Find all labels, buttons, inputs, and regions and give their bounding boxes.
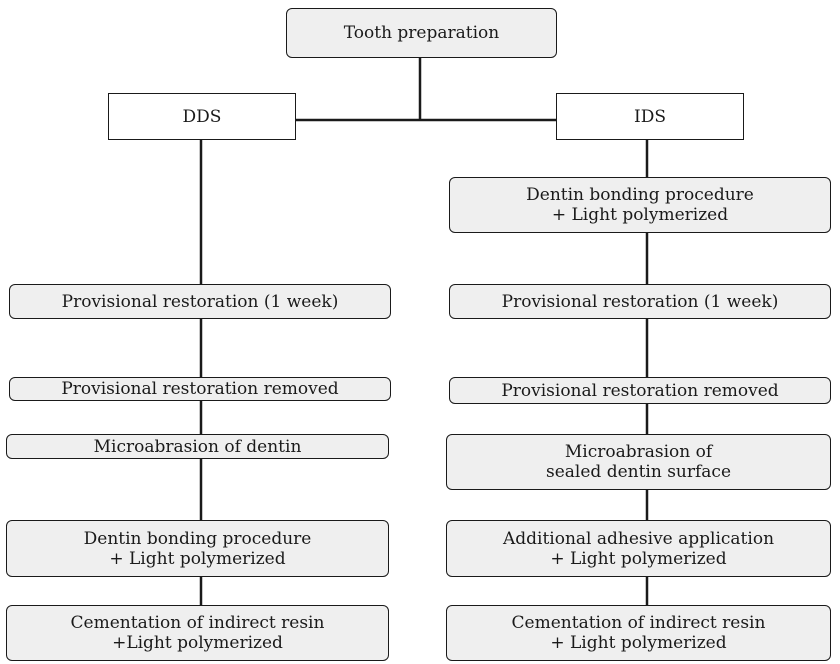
dds-step-3: Microabrasion of dentin xyxy=(6,434,389,459)
step-text: +Light polymerized xyxy=(112,633,283,653)
step-text: Microabrasion of xyxy=(564,442,713,462)
ids-step-6: Cementation of indirect resin + Light po… xyxy=(446,605,831,661)
ids-step-3: Provisional restoration removed xyxy=(449,377,831,404)
step-text: Cementation of indirect resin xyxy=(70,613,325,633)
dds-step-5: Cementation of indirect resin +Light pol… xyxy=(6,605,389,661)
branch-label: DDS xyxy=(182,106,222,127)
step-text: Microabrasion of dentin xyxy=(93,436,302,457)
step-text: + Light polymerized xyxy=(550,548,727,569)
step-text: Provisional restoration removed xyxy=(61,379,339,399)
step-text: Provisional restoration removed xyxy=(501,380,779,401)
step-text: Dentin bonding procedure xyxy=(526,185,754,205)
step-text: Provisional restoration (1 week) xyxy=(501,291,779,312)
step-text: + Light polymerized xyxy=(550,633,727,653)
step-text: + Light polymerized xyxy=(109,548,286,569)
dds-step-1: Provisional restoration (1 week) xyxy=(9,284,391,319)
root-node: Tooth preparation xyxy=(286,8,557,58)
branch-node-ids: IDS xyxy=(556,93,744,140)
ids-step-2: Provisional restoration (1 week) xyxy=(449,284,831,319)
step-text: Provisional restoration (1 week) xyxy=(61,291,339,312)
dds-step-4: Dentin bonding procedure + Light polymer… xyxy=(6,520,389,577)
branch-node-dds: DDS xyxy=(108,93,296,140)
step-text: Cementation of indirect resin xyxy=(511,613,766,633)
ids-step-4: Microabrasion of sealed dentin surface xyxy=(446,434,831,490)
step-text: Dentin bonding procedure xyxy=(83,528,312,549)
step-text: + Light polymerized xyxy=(551,205,729,225)
ids-step-1: Dentin bonding procedure + Light polymer… xyxy=(449,177,831,233)
branch-label: IDS xyxy=(634,106,666,127)
dds-step-2: Provisional restoration removed xyxy=(9,377,391,401)
ids-step-5: Additional adhesive application + Light … xyxy=(446,520,831,577)
step-text: Additional adhesive application xyxy=(502,528,775,549)
step-text: sealed dentin surface xyxy=(545,462,732,482)
root-node-label: Tooth preparation xyxy=(343,23,500,43)
